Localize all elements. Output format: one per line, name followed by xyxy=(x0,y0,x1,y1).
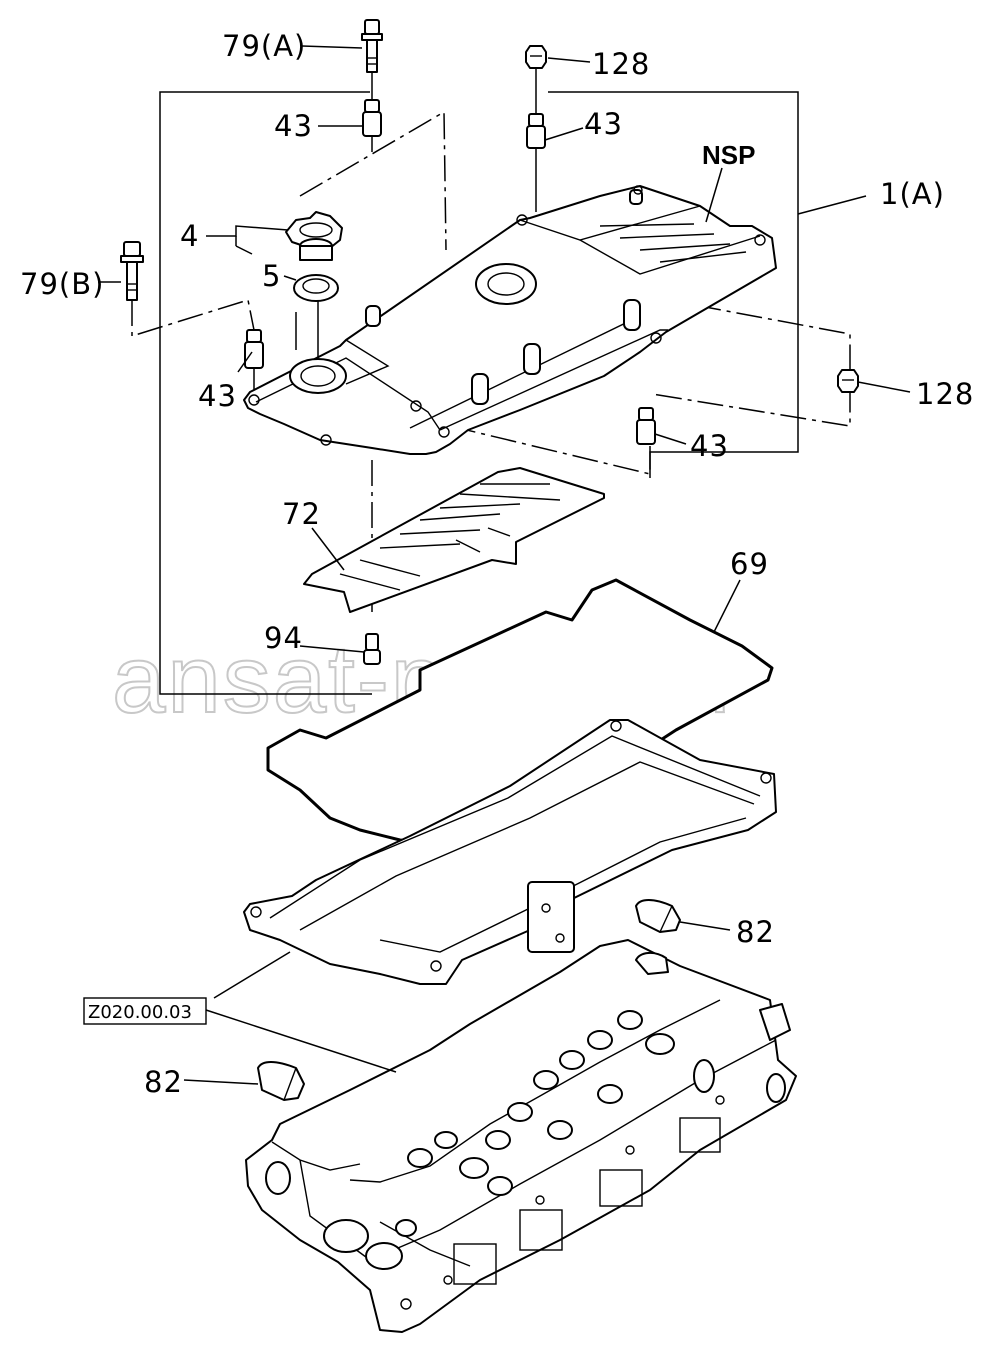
cylinder-head-cover xyxy=(243,185,777,455)
leader-43-top-right xyxy=(544,127,584,141)
leader-5 xyxy=(283,275,297,281)
leader-79a xyxy=(301,45,363,49)
label-43-right: 43 xyxy=(690,429,729,463)
leader-4c xyxy=(235,245,253,255)
leader-ref-upper xyxy=(213,951,291,999)
label-72: 72 xyxy=(282,497,321,531)
oil-filler-cap xyxy=(285,211,343,261)
leader-nsp xyxy=(705,167,723,223)
stud-43-top-left xyxy=(362,99,382,152)
label-nsp: NSP xyxy=(702,140,755,170)
leader-72 xyxy=(311,527,345,571)
stud-43-top-right xyxy=(526,113,546,212)
leader-43-right xyxy=(654,433,687,445)
label-94: 94 xyxy=(264,621,303,655)
oil-baffle-plate xyxy=(303,467,605,613)
cap-82-left xyxy=(257,1061,305,1101)
nut-128-right xyxy=(837,369,859,393)
label-79a: 79(A) xyxy=(222,29,306,63)
leader-4 xyxy=(206,225,289,237)
reference-code[interactable]: Z020.00.03 xyxy=(88,1002,192,1023)
label-82-left: 82 xyxy=(144,1065,183,1099)
label-69: 69 xyxy=(730,547,769,581)
label-43-top-right: 43 xyxy=(584,107,623,141)
leader-ref-lower xyxy=(205,1009,397,1073)
leader-69 xyxy=(713,579,741,633)
leader-82-right xyxy=(679,921,731,931)
head-spacer-frame xyxy=(243,719,777,985)
label-79b: 79(B) xyxy=(20,267,104,301)
leader-43-left xyxy=(237,351,253,373)
cap-82-right xyxy=(635,899,681,933)
label-1a: 1(A) xyxy=(880,177,945,211)
label-43-top-left: 43 xyxy=(274,109,313,143)
label-4: 4 xyxy=(180,219,199,253)
bolt-79a xyxy=(361,19,383,100)
bolt-79b xyxy=(120,241,144,301)
plug-94 xyxy=(363,633,381,665)
label-82-right: 82 xyxy=(736,915,775,949)
reference-box[interactable]: Z020.00.03 xyxy=(83,997,207,1025)
stud-43-left xyxy=(244,329,264,392)
cylinder-head xyxy=(245,939,797,1333)
leader-128-top xyxy=(547,57,591,63)
leader-128-right xyxy=(857,381,911,393)
label-128-right: 128 xyxy=(916,377,974,411)
head-cover-gasket xyxy=(266,578,774,848)
stud-43-right xyxy=(636,407,656,445)
label-5: 5 xyxy=(262,259,281,293)
nut-128-top xyxy=(525,45,547,114)
leader-94 xyxy=(299,645,365,653)
label-43-left: 43 xyxy=(198,379,237,413)
leader-82-left xyxy=(183,1079,259,1085)
cap-seal xyxy=(293,274,339,366)
label-128-top: 128 xyxy=(592,47,650,81)
